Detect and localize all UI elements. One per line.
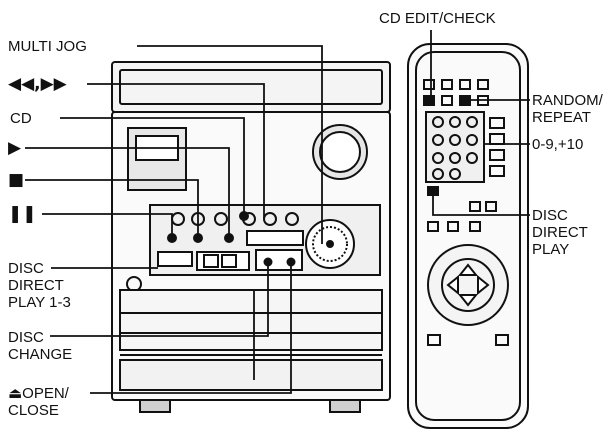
label-disc-change: DISC CHANGE xyxy=(8,329,72,363)
label-cd-edit-check: CD EDIT/CHECK xyxy=(379,10,496,27)
label-disc-direct-play-1-3: DISC DIRECT PLAY 1-3 xyxy=(8,260,71,311)
label-multi-jog: MULTI JOG xyxy=(8,38,87,55)
nav-pad xyxy=(428,245,508,325)
label-open-close: ⏏OPEN/ CLOSE xyxy=(8,385,69,419)
remote-control xyxy=(408,44,528,428)
label-play: ▶ xyxy=(8,140,21,157)
label-disc-direct-play: DISC DIRECT PLAY xyxy=(532,207,588,258)
label-cd: CD xyxy=(10,110,32,127)
label-skip: ◀◀,▶▶ xyxy=(8,76,67,93)
label-numbers: 0-9,+10 xyxy=(532,136,583,153)
label-random-repeat: RANDOM/ REPEAT xyxy=(532,92,603,126)
label-pause: ❚❚ xyxy=(8,206,37,223)
label-stop: ■ xyxy=(8,172,24,189)
main-unit xyxy=(112,62,390,412)
